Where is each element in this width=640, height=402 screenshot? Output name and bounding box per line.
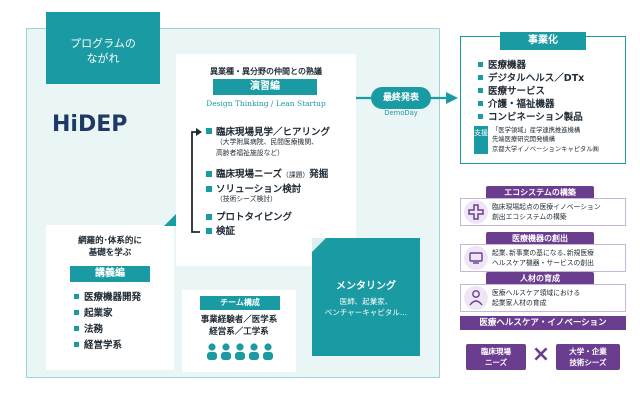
team-line-1: 事業経験者／医学系 [200, 315, 278, 325]
business-bullet [478, 75, 483, 80]
support-line-3: 京都大学イノベーションキャピタル㈱ [492, 145, 599, 153]
lecture-item-1: 医療機器開発 [84, 292, 142, 303]
clinical-needs-line-2: ニーズ [484, 358, 508, 367]
ecosystem-line-1: 臨床現場起点の医療イノベーション [492, 203, 601, 211]
talent-tag: 人材の育成 [486, 272, 594, 285]
lecture-item-4: 経営学系 [84, 340, 123, 351]
mentoring-description: 医師、起業家、 ベンチャーキャピタル… [312, 296, 420, 318]
lecture-panel [46, 225, 174, 370]
step-5-title: 検証 [216, 226, 236, 237]
corner-triangle-icon [312, 238, 326, 252]
mentoring-line-2: ベンチャーキャピタル… [324, 308, 408, 317]
ecosystem-line-2: 創出エコシステムの構築 [492, 213, 567, 221]
title-panel [46, 12, 160, 84]
page-title: プログラムの ながれ [46, 36, 160, 66]
lecture-tag: 講義編 [70, 266, 150, 282]
hidep-logo: HiDEP [52, 112, 127, 136]
lecture-item-3: 法務 [84, 324, 104, 335]
team-tag: チーム構成 [200, 296, 280, 310]
ecosystem-tag: エコシステムの構築 [486, 186, 594, 199]
tech-seeds-line-2: 技術シーズ [569, 358, 607, 367]
step-bullet [206, 128, 212, 134]
mentoring-panel [312, 238, 420, 356]
mentoring-line-1: 医師、起業家、 [339, 297, 393, 306]
device-icon-bg [464, 246, 488, 270]
clinical-needs-pill: 臨床現場 ニーズ [466, 344, 526, 370]
step-2-main: 臨床現場ニーズ [216, 169, 283, 180]
person-icon-bg [464, 286, 488, 310]
business-bullet [478, 114, 483, 119]
ecosystem-description: 臨床現場起点の医療イノベーション 創出エコシステムの構築 [492, 202, 601, 222]
practice-tag: 演習編 [213, 79, 317, 95]
innovation-band: 医療ヘルスケア・イノベーション [460, 316, 626, 330]
business-item-4: 介護・福祉機器 [488, 99, 555, 110]
person-icon [469, 290, 483, 306]
device-icon [469, 252, 483, 264]
corner-triangle-icon [164, 214, 176, 226]
step-3-note: （技術シーズ検討） [216, 195, 277, 203]
practice-subtitle: Design Thinking / Lean Startup [206, 99, 326, 108]
demoday-label: DemoDay [384, 109, 418, 117]
step-3-title: ソリューション検討 [216, 184, 302, 195]
device-line-2: ヘルスケア機器・サービスの創出 [492, 259, 594, 267]
title-line-1: プログラムの [70, 37, 136, 50]
support-line-1: 「医学領域」産学連携推進機構 [492, 127, 581, 134]
team-people-icon [207, 343, 273, 360]
support-line-2: 先端医療研究開発機構 [492, 136, 555, 144]
device-creation-tag: 医療機器の創出 [486, 232, 594, 245]
business-tag: 事業化 [500, 32, 586, 50]
lecture-bullet [74, 294, 79, 299]
talent-line-1: 医療ヘルスケア領域における [492, 289, 581, 297]
step-2-suffix: 発掘 [309, 169, 329, 180]
business-bullet [478, 101, 483, 106]
lecture-bullet [74, 326, 79, 331]
lecture-item-2: 起業家 [84, 308, 113, 319]
tech-seeds-line-1: 大学・企業 [569, 347, 607, 356]
talent-line-2: 起業家人材の育成 [492, 299, 547, 307]
team-line-2: 経営系／工学系 [209, 327, 269, 337]
tech-seeds-pill: 大学・企業 技術シーズ [556, 344, 620, 370]
team-description: 事業経験者／医学系 経営系／工学系 [182, 314, 296, 338]
practice-heading: 異業種・異分野の仲間との熟議 [210, 67, 322, 76]
step-4-title: プロトタイピング [216, 212, 293, 223]
ecosystem-plus-icon [468, 204, 484, 220]
talent-description: 医療ヘルスケア領域における 起業家人材の育成 [492, 288, 580, 308]
step-bullet [206, 214, 212, 220]
step-1-note-2: 高齢者福祉施設など） [216, 149, 284, 157]
lecture-heading-line-2: 基礎を学ぶ [88, 248, 132, 258]
clinical-needs-line-1: 臨床現場 [481, 347, 511, 356]
support-organizations: 「医学領域」産学連携推進機構 先端医療研究開発機構 京都大学イノベーションキャピ… [492, 126, 599, 154]
cross-mark: × [531, 342, 551, 367]
step-1-note-1: （大学附属病院、民間医療機関、 [216, 138, 318, 146]
step-bullet [206, 228, 212, 234]
loop-arrow-icon [191, 128, 202, 233]
business-item-3: 医療サービス [488, 86, 546, 97]
support-badge: 支援 [474, 126, 488, 154]
step-bullet [206, 186, 212, 192]
step-2-title: 臨床現場ニーズ（課題）発掘 [216, 166, 328, 180]
hidep-logo-text: HiDEP [52, 112, 127, 136]
title-line-2: ながれ [86, 52, 120, 65]
final-presentation-badge: 最終発表 [371, 87, 431, 109]
lecture-bullet [74, 310, 79, 315]
business-item-1: 医療機器 [488, 60, 527, 71]
business-bullet [478, 88, 483, 93]
step-2-small: （課題） [282, 171, 310, 179]
step-1-title: 臨床現場見学／ヒアリング [216, 127, 331, 138]
lecture-heading-line-1: 網羅的･体系的に [78, 236, 142, 246]
mentoring-title: メンタリング [336, 281, 396, 292]
business-item-2: デジタルヘルス／DTx [488, 73, 585, 84]
lecture-bullet [74, 342, 79, 347]
device-creation-description: 起業､新事業の基になる､新規医療 ヘルスケア機器・サービスの創出 [492, 248, 594, 268]
device-line-1: 起業､新事業の基になる､新規医療 [492, 249, 594, 257]
lecture-heading: 網羅的･体系的に 基礎を学ぶ [46, 235, 174, 259]
ecosystem-icon-bg [464, 200, 488, 224]
business-bullet [478, 62, 483, 67]
business-item-5: コンビネーション製品 [488, 112, 583, 123]
step-bullet [206, 171, 212, 177]
